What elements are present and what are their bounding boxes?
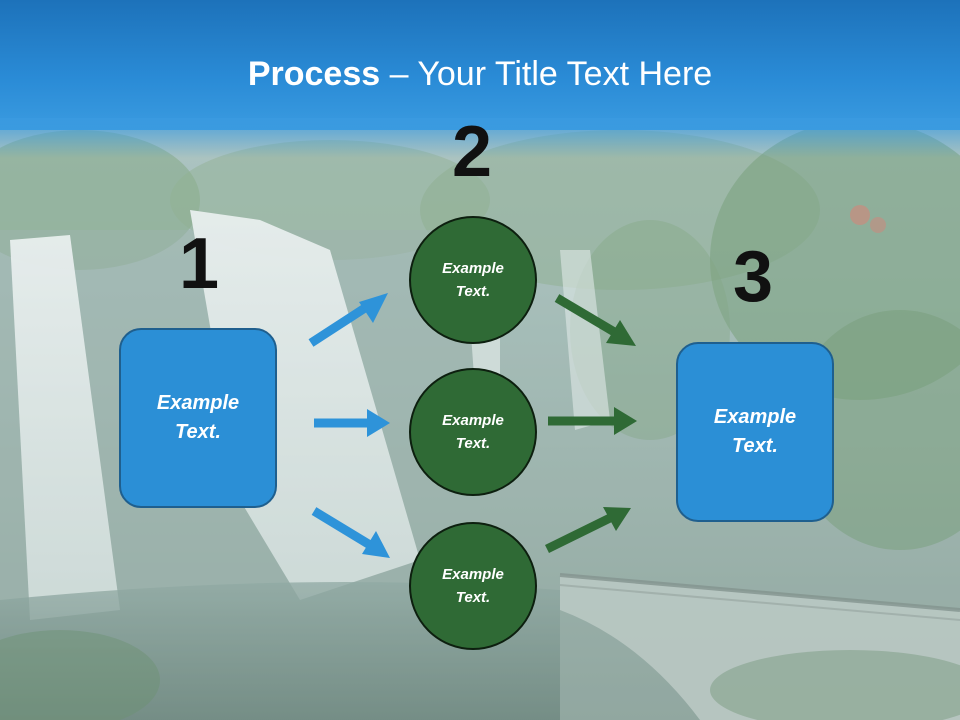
title-rest-text: – Your Title Text Here <box>380 55 713 93</box>
circle-label: Example Text. <box>442 260 504 300</box>
step-1-box[interactable]: Example Text. <box>119 328 277 508</box>
green-arrow-icon-right[interactable] <box>548 407 637 435</box>
title-bar <box>0 0 960 130</box>
step-number-1: 1 <box>178 224 220 304</box>
step-2-circle-bottom[interactable]: Example Text. <box>409 522 537 650</box>
title-bold-text: Process <box>247 55 381 93</box>
blue-arrow-icon-right[interactable] <box>314 409 390 437</box>
green-arrow-icon-down[interactable] <box>554 294 636 346</box>
step-number-3: 3 <box>732 237 774 317</box>
step-number-2: 2 <box>451 112 493 192</box>
green-arrow-icon-up[interactable] <box>545 507 631 554</box>
step-2-circle-middle[interactable]: Example Text. <box>409 368 537 496</box>
slide-title[interactable]: Process – Your Title Text Here <box>0 52 960 96</box>
circle-label: Example Text. <box>442 412 504 452</box>
step-3-box[interactable]: Example Text. <box>676 342 834 522</box>
step-1-box-label: Example Text. <box>156 392 240 443</box>
blue-arrow-icon-down[interactable] <box>311 507 390 558</box>
circle-label: Example Text. <box>442 566 504 606</box>
step-2-circle-top[interactable]: Example Text. <box>409 216 537 344</box>
blue-arrow-icon-up[interactable] <box>308 293 388 347</box>
step-3-box-label: Example Text. <box>713 406 797 457</box>
